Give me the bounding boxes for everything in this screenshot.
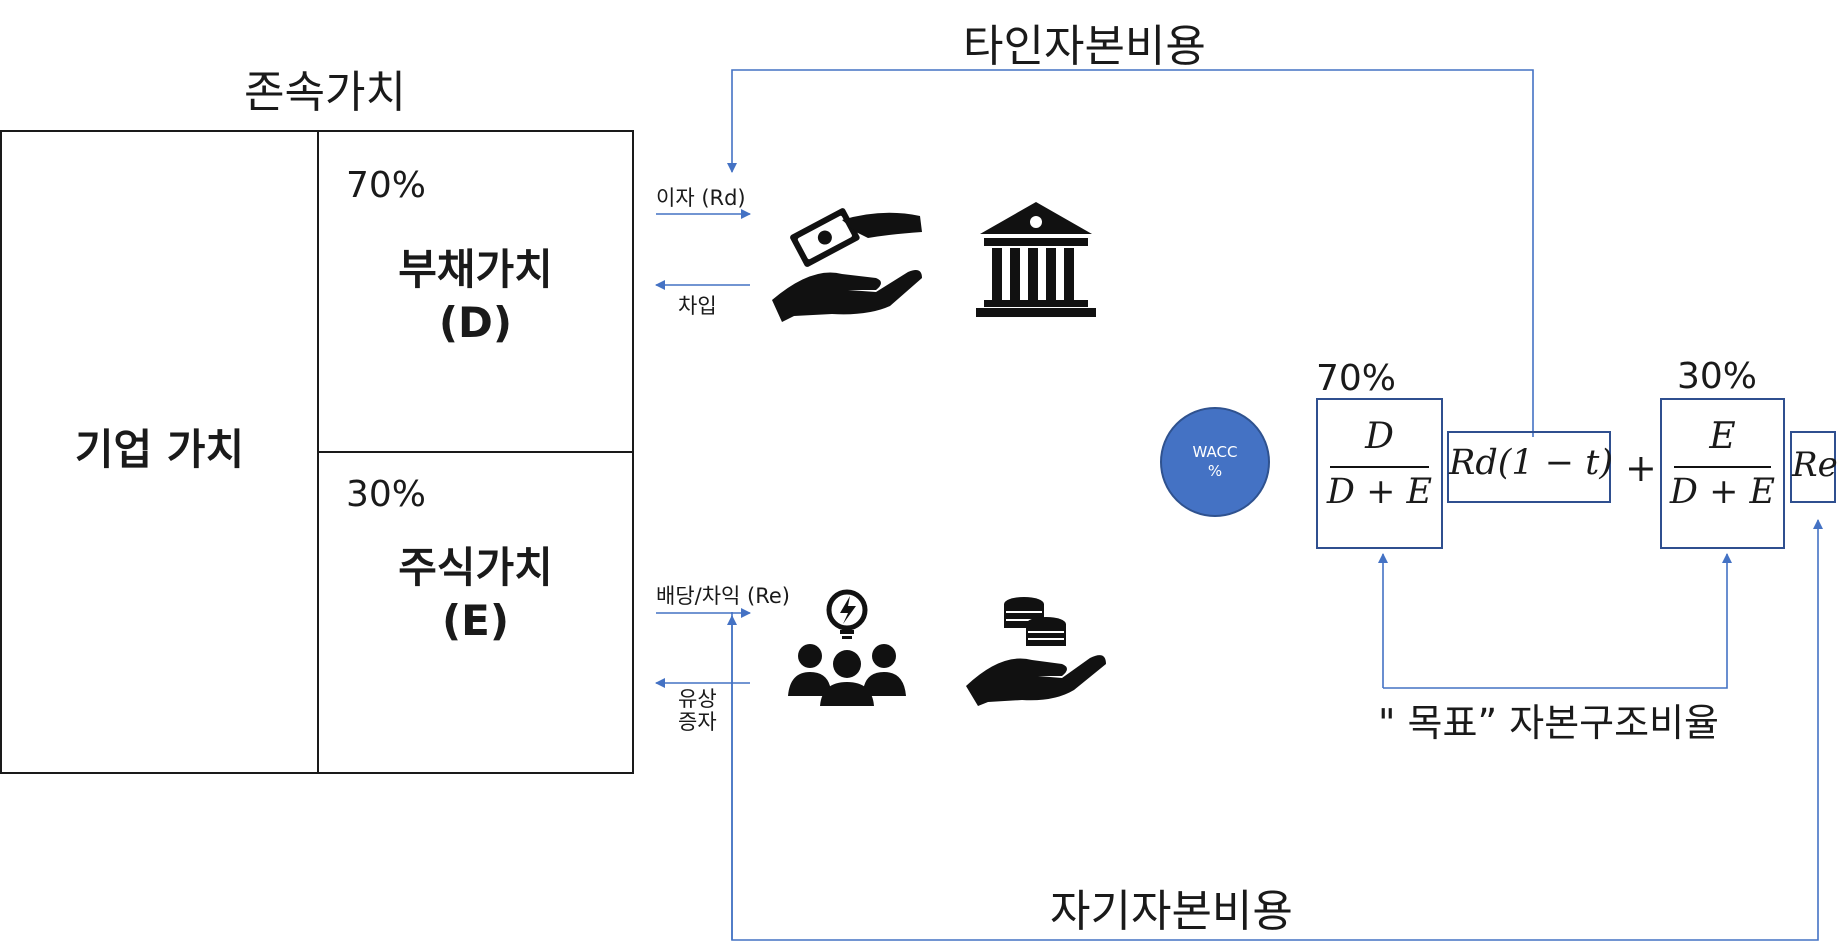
equity-fraction-bar (1674, 466, 1771, 468)
equity-title: 주식가치 (398, 543, 553, 592)
debt-title: 부채가치 (398, 245, 553, 294)
target-structure-arrow-right (1383, 553, 1732, 689)
borrowing-label: 차입 (678, 294, 717, 318)
debt-weight-numerator: D (1365, 416, 1394, 457)
debt-value-label: 부채가치 (D) (317, 244, 634, 349)
going-concern-title: 존속가치 (244, 67, 406, 118)
bank-icon (976, 202, 1096, 317)
debt-weight-percent: 70% (1316, 358, 1397, 399)
plus-sign: + (1625, 446, 1657, 490)
coins-hand-icon (966, 597, 1106, 706)
equity-weight-numerator: E (1709, 416, 1736, 457)
cost-of-debt-title: 타인자본비용 (963, 21, 1206, 72)
wacc-circle: WACC % (1160, 407, 1270, 517)
dividend-label: 배당/차익 (Re) (656, 584, 790, 608)
cost-of-debt-box: Rd(1 − t) (1447, 431, 1613, 503)
cost-of-debt-arrow (727, 69, 1534, 437)
equity-percent: 30% (346, 474, 427, 515)
capital-increase-line1: 유상 (678, 687, 717, 711)
money-hand-icon (772, 208, 922, 322)
debt-percent: 70% (346, 165, 427, 206)
cost-of-equity-formula: Re (1792, 445, 1838, 485)
interest-label: 이자 (Rd) (656, 186, 746, 210)
equity-weight-box: E D + E (1660, 398, 1785, 549)
equity-weight-percent: 30% (1677, 356, 1758, 397)
cost-of-equity-title: 자기자본비용 (1050, 886, 1293, 937)
enterprise-value-label: 기업 가치 (74, 425, 245, 474)
debt-weight-denominator: D + E (1326, 472, 1433, 512)
wacc-percent-sign: % (1207, 462, 1223, 480)
team-idea-icon (788, 589, 906, 706)
equity-symbol: (E) (441, 595, 510, 645)
wacc-label: WACC (1192, 443, 1238, 462)
debt-symbol: (D) (438, 297, 513, 347)
debt-weight-box: D D + E (1316, 398, 1443, 549)
cost-of-debt-formula: Rd(1 − t) (1449, 443, 1613, 483)
target-structure-label: " 목표” 자본구조비율 (1378, 701, 1720, 745)
equity-value-box (317, 451, 634, 774)
debt-fraction-bar (1330, 466, 1429, 468)
capital-increase-line2: 증자 (678, 710, 717, 735)
cost-of-equity-box: Re (1790, 431, 1838, 503)
equity-value-label: 주식가치 (E) (317, 542, 634, 647)
equity-weight-denominator: D + E (1669, 472, 1776, 512)
capital-increase-label: 유상 증자 (678, 687, 717, 735)
